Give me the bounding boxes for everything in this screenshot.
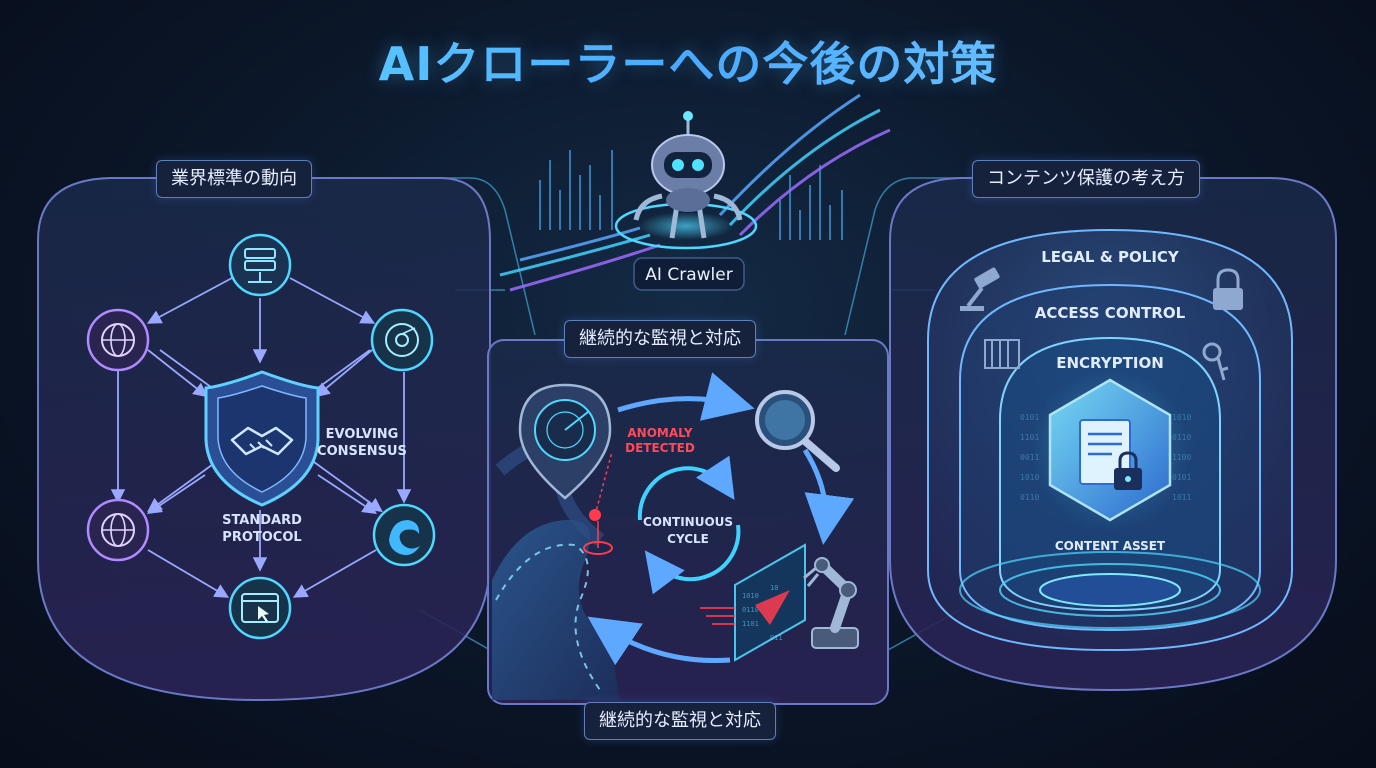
svg-text:0011: 0011	[1020, 453, 1039, 462]
svg-text:10: 10	[770, 584, 778, 592]
document-lock-icon	[1030, 370, 1190, 530]
continuous-cycle-line2: CYCLE	[667, 532, 709, 546]
globe-icon	[86, 308, 150, 372]
content-asset-label: CONTENT ASSET	[1055, 539, 1166, 553]
svg-text:0101: 0101	[1020, 413, 1039, 422]
right-panel: LEGAL & POLICY ACCESS CONTROL ENCRYPTION…	[889, 177, 1337, 692]
svg-text:1010: 1010	[742, 592, 759, 600]
magnifier-icon	[755, 390, 840, 472]
panel-label-monitoring-top: 継続的な監視と対応	[564, 320, 756, 358]
handshake-shield-icon	[204, 370, 320, 507]
padlock-icon	[1213, 268, 1243, 310]
svg-text:011: 011	[770, 634, 783, 642]
evolving-consensus-line2: CONSENSUS	[317, 444, 407, 459]
key-icon	[1202, 342, 1229, 381]
panel-label-industry-standards: 業界標準の動向	[156, 160, 312, 198]
anomaly-label-line2: DETECTED	[625, 441, 695, 455]
evolving-consensus-line1: EVOLVING	[326, 427, 399, 442]
svg-text:0110: 0110	[1020, 493, 1039, 502]
layer-label-legal: LEGAL & POLICY	[1041, 248, 1180, 266]
svg-text:1101: 1101	[1020, 433, 1039, 442]
ai-crawler-section: AI Crawler	[499, 93, 891, 292]
continuous-cycle-line1: CONTINUOUS	[643, 515, 733, 529]
left-panel: EVOLVING CONSENSUS STANDARD PROTOCOL	[37, 177, 491, 702]
standard-protocol-line1: STANDARD	[222, 513, 302, 528]
radar-icon	[518, 383, 612, 500]
svg-text:1011: 1011	[1172, 493, 1191, 502]
anomaly-label-line1: ANOMALY	[627, 426, 693, 440]
layer-label-encryption: ENCRYPTION	[1056, 354, 1164, 372]
edge-icon	[372, 503, 436, 567]
layer-label-access: ACCESS CONTROL	[1035, 304, 1186, 322]
globe-icon	[86, 498, 150, 562]
page-title: AIクローラーへの今後の対策	[0, 28, 1376, 94]
server-icon	[228, 233, 292, 297]
panel-label-content-protection: コンテンツ保護の考え方	[972, 160, 1200, 198]
panel-label-monitoring-bottom: 継続的な監視と対応	[584, 702, 776, 740]
ai-crawler-label: AI Crawler	[645, 265, 732, 285]
chrome-icon	[370, 308, 434, 372]
svg-text:1101: 1101	[742, 620, 759, 628]
svg-text:0110: 0110	[742, 606, 759, 614]
gate-icon	[984, 339, 1020, 369]
browser-cursor-icon	[228, 576, 292, 640]
gavel-icon	[960, 267, 1000, 311]
svg-text:1010: 1010	[1020, 473, 1039, 482]
center-panel: ANOMALY DETECTED CONTINUOUS CYCLE 1010 01…	[487, 339, 889, 705]
robot-arm-icon: 1010 0110 1101 10 011	[700, 543, 859, 662]
standard-protocol-line2: PROTOCOL	[222, 530, 301, 545]
robot-crawler-icon	[633, 111, 743, 239]
